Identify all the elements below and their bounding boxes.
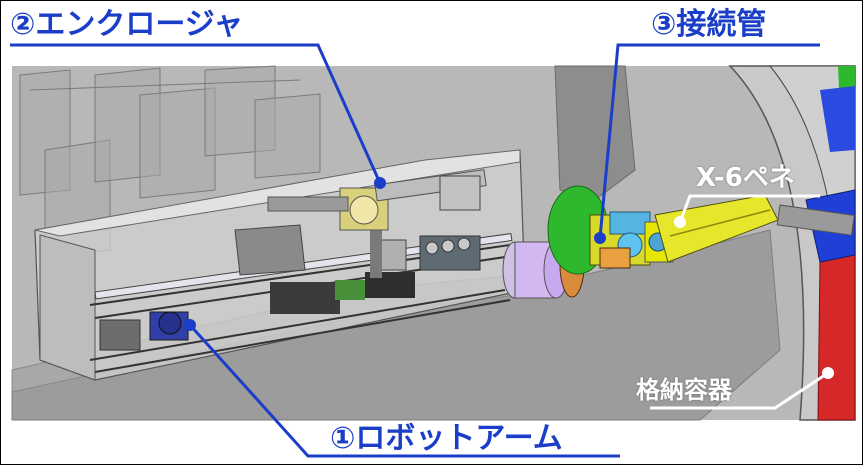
label-enclosure: ②エンクロージャ <box>10 7 244 42</box>
dot-enclosure <box>374 177 386 189</box>
leader-robot-arm <box>188 323 620 458</box>
leader-lines <box>10 43 829 458</box>
label-containment-vessel: 格納容器 <box>636 376 732 404</box>
enclosure-top-unit <box>267 169 487 231</box>
vessel-platform <box>776 204 855 236</box>
label-x6-penetration: X-6ペネ <box>696 163 795 193</box>
enclosure-equipment <box>99 224 481 351</box>
label-connection-pipe: ③接続管 <box>651 7 767 42</box>
leader-containment <box>650 371 829 410</box>
leader-x6 <box>678 194 820 223</box>
dot-connection-pipe <box>594 232 606 244</box>
dot-containment <box>822 367 834 379</box>
x6-pipe-edge <box>669 209 771 237</box>
vessel-blue-top <box>820 86 855 152</box>
enclosure-front <box>39 234 96 381</box>
dot-robot-arm <box>184 319 196 331</box>
background-column <box>554 65 636 201</box>
vessel-red-region <box>817 249 856 421</box>
enclosure-top <box>34 149 521 237</box>
dot-x6 <box>674 216 686 228</box>
leader-enclosure <box>10 43 382 184</box>
leader-connection-pipe <box>598 43 820 239</box>
label-robot-arm: ①ロボットアーム <box>330 421 563 456</box>
